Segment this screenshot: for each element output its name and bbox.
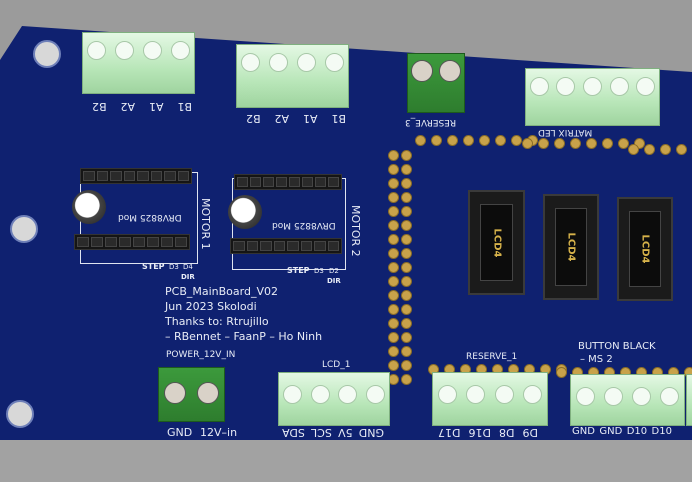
lcd-label: LCD_1 <box>322 360 351 370</box>
reserve1-terminal-block <box>432 372 548 426</box>
power-pin-12v: 12V–in <box>200 426 238 439</box>
motor1-dir-pin: D4 <box>183 263 193 271</box>
board-credits: PCB_MainBoard_V02 Jun 2023 Skolodi Thank… <box>165 284 322 344</box>
motor1-label: MOTOR 1 <box>199 198 212 250</box>
button-black-label: BUTTON BLACK <box>578 341 656 352</box>
pad-row <box>415 135 538 146</box>
motor2-step-pin: D3 <box>314 267 324 275</box>
button-black-sublabel: – MS 2 <box>580 354 613 365</box>
capacitor <box>228 195 262 229</box>
board-thanks: Thanks to: Rtrujillo <box>165 315 269 328</box>
reserve1-label: RESERVE_1 <box>466 352 518 362</box>
mcu-pin-header <box>388 150 412 385</box>
motor2-dir-pin: D2 <box>329 267 339 275</box>
power-terminal-block <box>158 367 225 422</box>
reserve3-terminal-block <box>407 53 465 113</box>
power-pin-gnd: GND <box>167 426 193 439</box>
motor1-header-bottom <box>74 234 190 250</box>
lcd-terminal-block <box>278 372 390 426</box>
motor2-header-top <box>234 174 342 190</box>
pad-row <box>628 144 687 155</box>
idc-connector: LCD4 <box>468 190 525 295</box>
mounting-hole <box>6 400 34 428</box>
motor1-header-top <box>80 168 192 184</box>
motor1-terminal-block <box>82 32 195 94</box>
power-label: POWER_12V_IN <box>166 350 236 360</box>
motor1-step-pin: D3 <box>169 263 179 271</box>
terminal-block-partial <box>686 374 692 426</box>
board-date: Jun 2023 Skolodi <box>165 300 257 313</box>
matrix-led-terminal-block <box>525 68 660 126</box>
motor1-driver-label: DRV8825 Mod <box>118 212 182 222</box>
pad-row <box>556 367 692 378</box>
matrix-led-label: MATRIX LED <box>538 127 593 137</box>
motor1-dir-label: DIR <box>181 273 195 281</box>
mounting-hole <box>33 40 61 68</box>
board-name: PCB_MainBoard_V02 <box>165 285 278 298</box>
motor2-driver-label: DRV8825 Mod <box>272 220 336 230</box>
pad-row <box>522 138 645 149</box>
motor2-label: MOTOR 2 <box>349 205 362 257</box>
background <box>0 440 692 482</box>
capacitor <box>72 190 106 224</box>
board-thanks-more: – RBennet – FaanP – Ho Ninh <box>165 330 323 343</box>
button-black-terminal-block <box>570 374 685 426</box>
idc-connector: LCD4 <box>543 194 599 300</box>
motor2-dir-label: DIR <box>327 277 341 285</box>
mounting-hole <box>10 215 38 243</box>
idc-connector: LCD4 <box>617 197 673 301</box>
motor2-step-label: STEP <box>287 266 310 275</box>
motor2-header-bottom <box>230 238 342 254</box>
reserve3-label: RESERVE_3 <box>405 117 457 127</box>
motor2-terminal-block <box>236 44 349 108</box>
motor1-step-label: STEP <box>142 262 165 271</box>
